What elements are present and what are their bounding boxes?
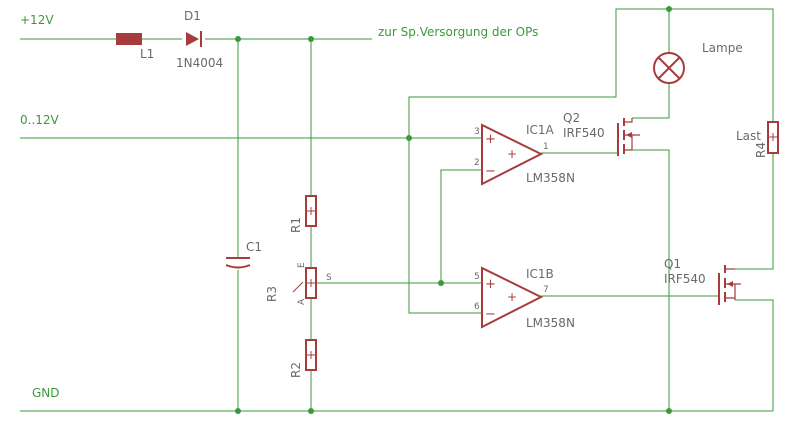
wire-q2-source bbox=[632, 149, 670, 411]
net-label-gnd: GND bbox=[32, 386, 60, 400]
wire-ic1a-minus bbox=[440, 169, 477, 283]
ic1b-plus-sign: + bbox=[485, 277, 496, 292]
mosfet-q2: Q2 IRF540 bbox=[563, 111, 640, 156]
diode-d1: D1 1N4004 bbox=[176, 9, 223, 70]
ic1b-label: IC1B bbox=[526, 267, 554, 281]
ic1a-minus-sign: − bbox=[485, 164, 496, 179]
net-labels: +12V 0..12V GND zur Sp.Versorgung der OP… bbox=[20, 13, 538, 400]
wire-lamp bbox=[632, 9, 670, 119]
q2-label: Q2 bbox=[563, 111, 580, 125]
q1-value: IRF540 bbox=[664, 272, 706, 286]
junction-dot bbox=[666, 6, 672, 12]
ic1b-value: LM358N bbox=[526, 316, 575, 330]
r3-pin-a: A bbox=[297, 298, 307, 305]
junction-dot bbox=[438, 280, 444, 286]
wire-loop-left bbox=[408, 8, 774, 314]
resistor-r1: R1 bbox=[289, 195, 317, 233]
opamp-ic1b: + − + 5 6 7 IC1B LM358N bbox=[474, 266, 575, 330]
wire-q1-source bbox=[735, 299, 774, 411]
ic1a-plus-sign: + bbox=[485, 132, 496, 147]
lamp-label: Lampe bbox=[702, 41, 743, 55]
d1-value: 1N4004 bbox=[176, 56, 223, 70]
junction-dot bbox=[235, 36, 241, 42]
ic1a-pin3: 3 bbox=[474, 127, 480, 137]
mosfet-q1: Q1 IRF540 bbox=[664, 257, 741, 305]
c1-label: C1 bbox=[246, 240, 262, 254]
r3-pin-s: S bbox=[326, 273, 332, 283]
net-label-plus12: +12V bbox=[20, 13, 54, 27]
junction-dot bbox=[308, 36, 314, 42]
potentiometer-r3: R3 E A S bbox=[265, 262, 332, 305]
ic1b-supply-sign: + bbox=[507, 290, 517, 304]
ic1a-label: IC1A bbox=[526, 123, 555, 137]
r2-label: R2 bbox=[289, 362, 303, 378]
ic1b-pin7: 7 bbox=[543, 285, 549, 295]
ic1a-pin1: 1 bbox=[543, 142, 549, 152]
ic1a-supply-sign: + bbox=[507, 147, 517, 161]
junctions bbox=[235, 6, 672, 414]
r3-label: R3 bbox=[265, 286, 279, 302]
l1-label: L1 bbox=[140, 47, 154, 61]
resistor-r2: R2 bbox=[289, 339, 317, 378]
q2-value: IRF540 bbox=[563, 126, 605, 140]
ic1b-pin6: 6 bbox=[474, 302, 480, 312]
q1-label: Q1 bbox=[664, 257, 681, 271]
ic1b-pin5: 5 bbox=[474, 272, 480, 282]
junction-dot bbox=[406, 135, 412, 141]
wire-r4-q1 bbox=[735, 153, 774, 270]
ic1b-minus-sign: − bbox=[485, 307, 496, 322]
inductor-l1: L1 bbox=[116, 33, 154, 61]
resistor-r4: R4 Last bbox=[736, 121, 779, 158]
d1-label: D1 bbox=[184, 9, 201, 23]
wires bbox=[20, 8, 774, 412]
supply-note: zur Sp.Versorgung der OPs bbox=[378, 25, 538, 39]
junction-dot bbox=[666, 408, 672, 414]
net-label-zero12: 0..12V bbox=[20, 113, 60, 127]
capacitor-c1: C1 bbox=[225, 240, 262, 269]
r1-label: R1 bbox=[289, 217, 303, 233]
junction-dot bbox=[308, 408, 314, 414]
r3-pin-e: E bbox=[297, 262, 307, 268]
lamp: Lampe bbox=[653, 41, 743, 84]
ic1a-value: LM358N bbox=[526, 171, 575, 185]
junction-dot bbox=[235, 408, 241, 414]
ic1a-pin2: 2 bbox=[474, 158, 480, 168]
load-label: Last bbox=[736, 129, 761, 143]
opamp-ic1a: + − + 3 2 1 IC1A LM358N bbox=[474, 123, 575, 186]
r4-label: R4 bbox=[754, 142, 768, 158]
